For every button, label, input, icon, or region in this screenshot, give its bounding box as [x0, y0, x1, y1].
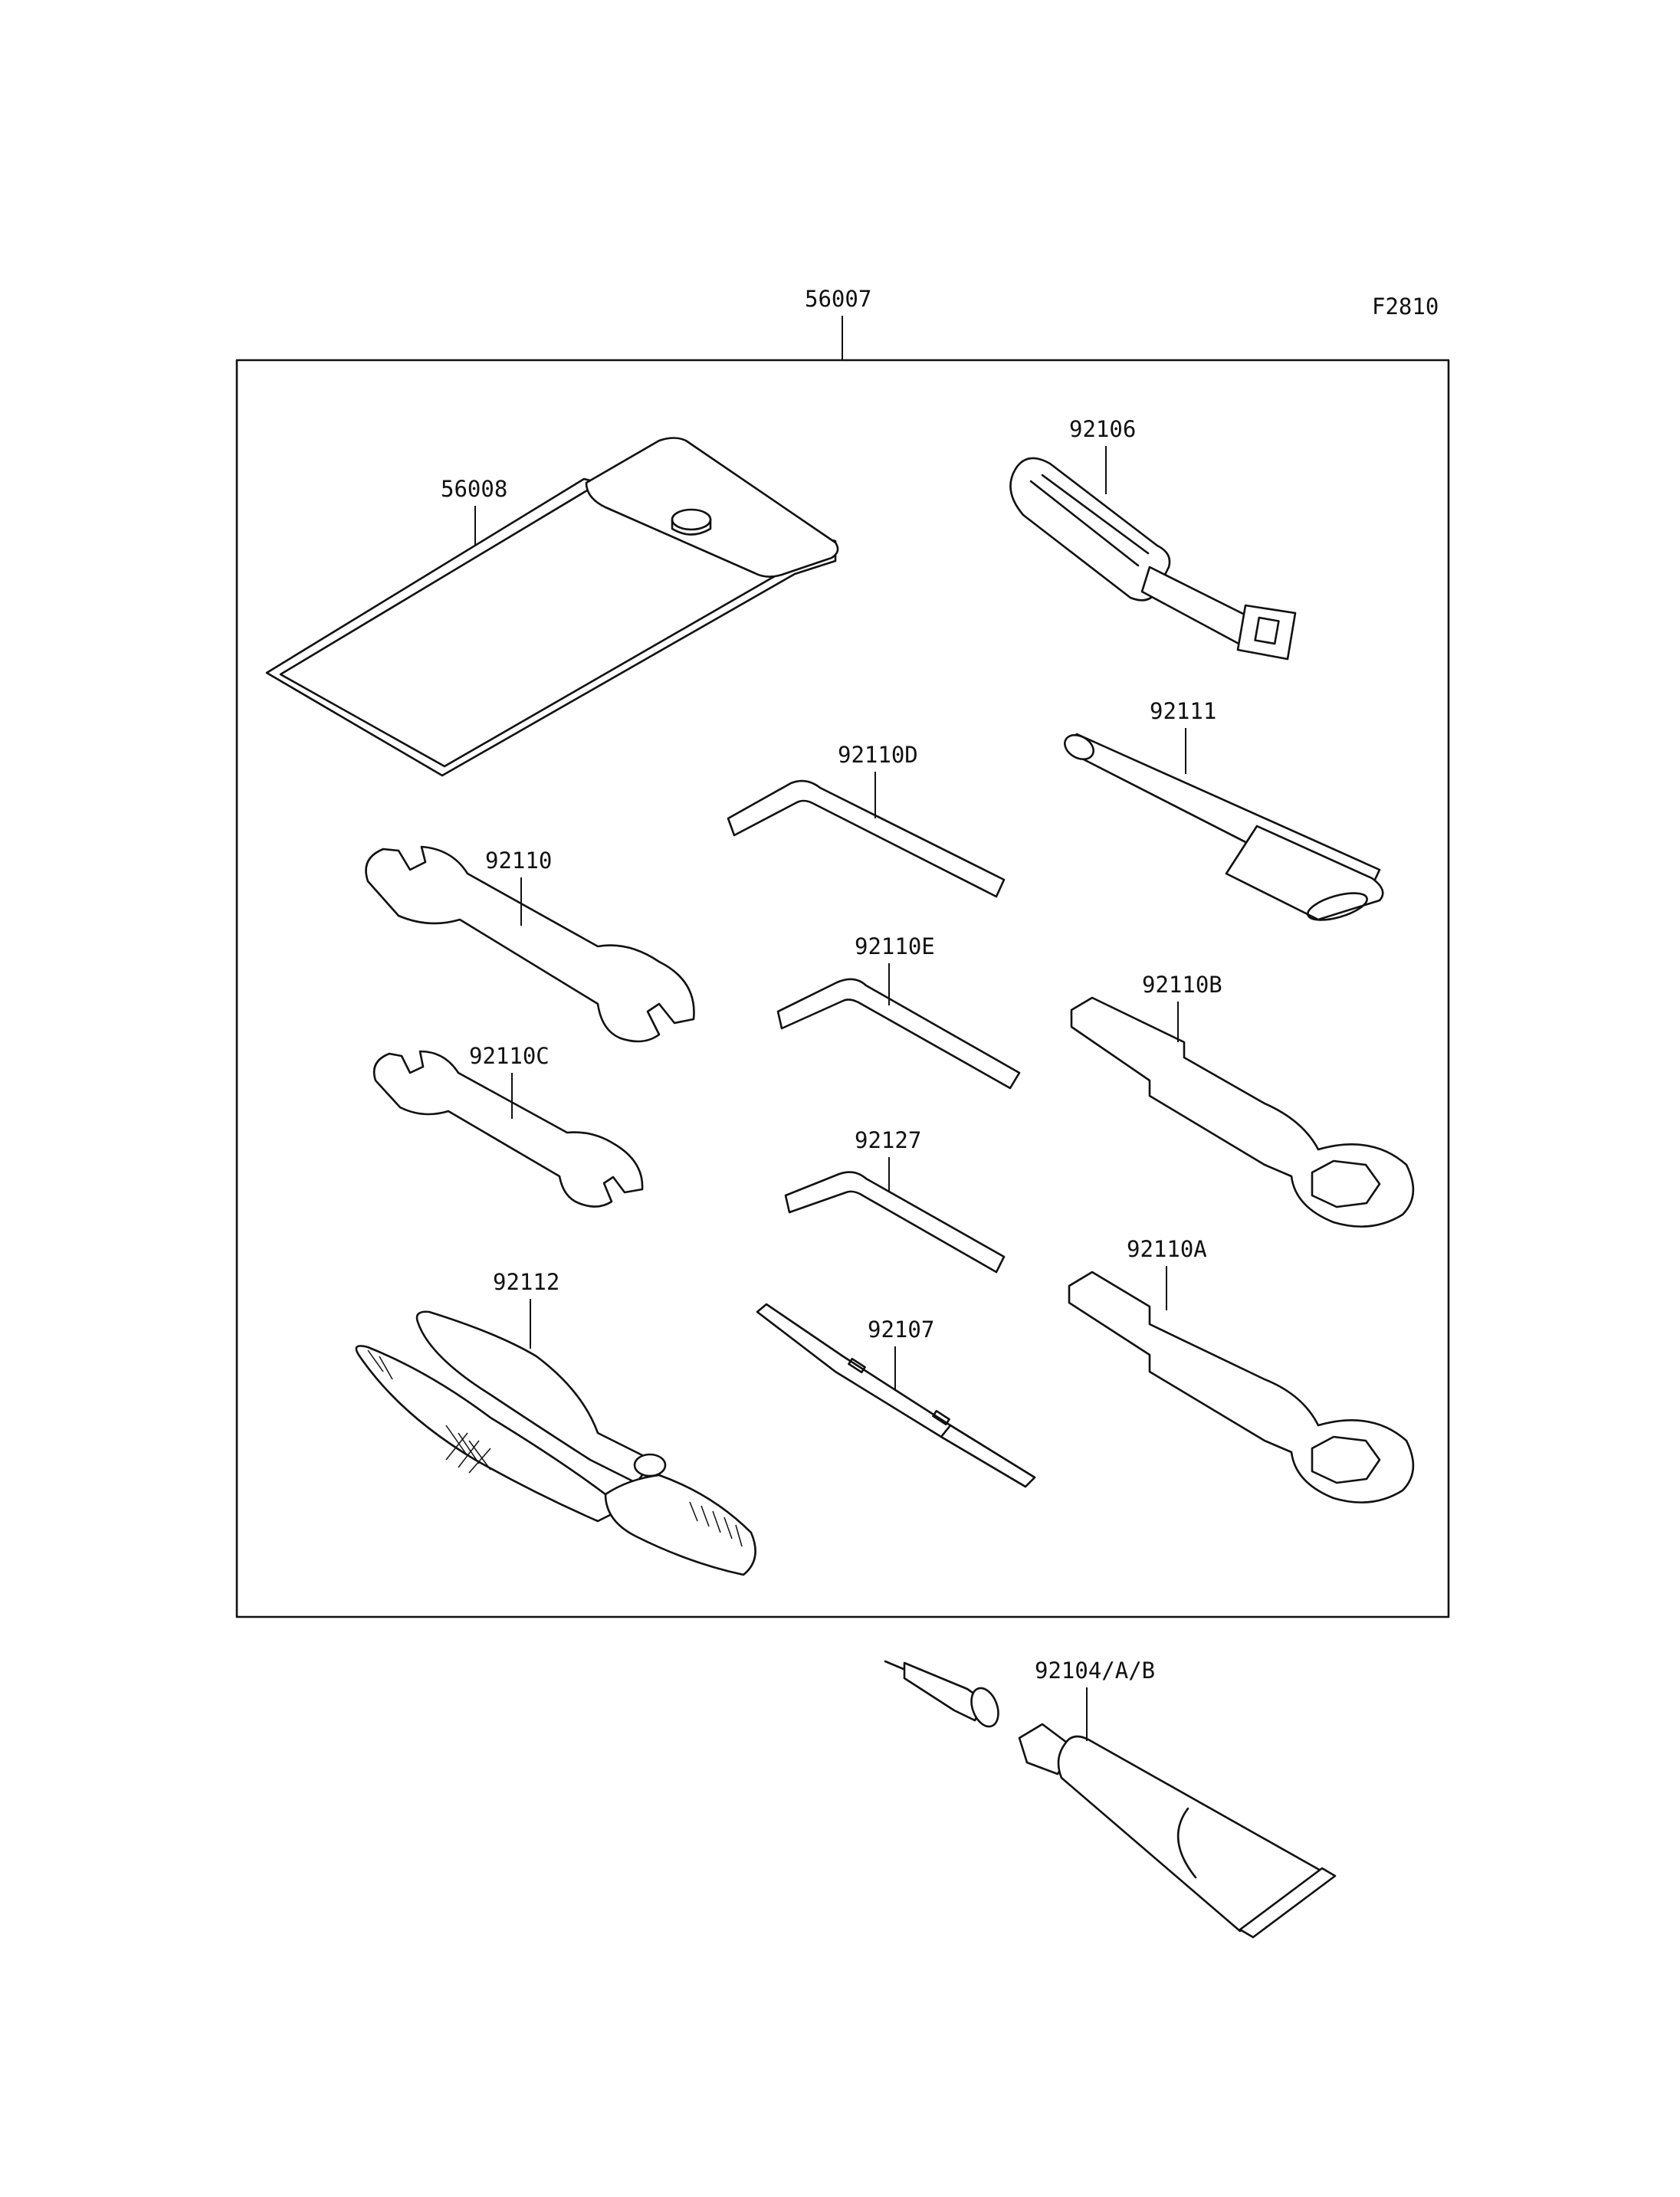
tube-label-line — [1176, 1807, 1197, 1879]
assembly-frame — [235, 359, 1450, 1618]
part-label-92110A: 92110A — [1127, 1236, 1207, 1262]
pliers-jaw-teeth — [689, 1501, 743, 1547]
hex-key-92110E-icon — [776, 978, 1021, 1090]
box-wrench-92110A-icon — [1068, 1271, 1415, 1503]
part-label-92110: 92110 — [485, 848, 552, 874]
part-label-92127: 92127 — [855, 1127, 921, 1153]
pouch-snap-icon — [671, 508, 712, 531]
part-92110-open-wrench[interactable]: 92110 — [365, 845, 695, 1043]
part-label-92110C: 92110C — [469, 1043, 550, 1069]
hex-key-92110D-icon — [727, 779, 1006, 898]
hex-opening-92110A — [1311, 1435, 1381, 1484]
handle-square-drive — [1254, 616, 1280, 645]
part-label-92110E: 92110E — [855, 933, 935, 959]
part-label-56008: 56008 — [441, 476, 507, 502]
part-92127-hex-key[interactable]: 92127 — [784, 1127, 1006, 1274]
part-label-92110B: 92110B — [1142, 972, 1222, 998]
part-label-92107: 92107 — [868, 1317, 934, 1343]
part-92110B-box-wrench[interactable]: 92110B — [1070, 972, 1415, 1228]
box-wrench-92110B-icon — [1070, 996, 1415, 1228]
part-92110D-hex-key[interactable]: 92110D — [727, 742, 1006, 898]
part-92110A-box-wrench[interactable]: 92110A — [1068, 1236, 1415, 1503]
part-label-92106: 92106 — [1069, 416, 1136, 442]
tube-flat-end-icon — [1225, 825, 1384, 921]
part-92110E-hex-key[interactable]: 92110E — [776, 933, 1021, 1090]
part-label-92104: 92104/A/B — [1035, 1658, 1155, 1684]
part-92106-handle[interactable]: 92106 — [1009, 416, 1297, 661]
tube-oval-opening — [1307, 892, 1368, 921]
tube-crimp-icon — [1239, 1867, 1337, 1939]
handle-grip-flutes — [1029, 474, 1150, 567]
part-92107-screwdriver[interactable]: 92107 — [756, 1303, 1036, 1488]
hex-opening-92110B — [1311, 1159, 1381, 1208]
pliers-lower-handle-icon — [355, 1345, 615, 1523]
screwdriver-notch-b — [932, 1409, 950, 1426]
screwdriver-phillips-tip-icon — [940, 1424, 1036, 1488]
part-92112-pliers[interactable]: 92112 — [355, 1269, 756, 1576]
part-label-92112: 92112 — [493, 1269, 559, 1295]
handle-socket-icon — [1236, 604, 1297, 661]
wrench-92110C-icon — [372, 1050, 644, 1208]
hex-key-92127-icon — [784, 1171, 1006, 1274]
part-92104-grease-tube[interactable]: 92104/A/B — [884, 1658, 1337, 1939]
part-92111-tube[interactable]: 92111 — [1061, 698, 1384, 925]
wrench-92110-icon — [365, 845, 695, 1043]
assembly-56007: 56007 — [235, 286, 1450, 1618]
part-56008-tool-pouch[interactable]: 56008 — [265, 437, 839, 777]
assembly-number[interactable]: 56007 — [805, 286, 871, 312]
pouch-flap-icon — [585, 437, 839, 578]
nozzle-cap-opening-icon — [970, 1687, 999, 1728]
part-label-92111: 92111 — [1150, 698, 1216, 724]
nozzle-cone-icon — [903, 1661, 986, 1722]
pliers-upper-handle-icon — [415, 1310, 653, 1484]
pouch-body-icon — [265, 477, 837, 777]
figure-code: F2810 — [1372, 293, 1439, 320]
screwdriver-notch-a — [848, 1357, 866, 1374]
part-92110C-small-wrench[interactable]: 92110C — [372, 1043, 644, 1208]
pouch-snap-side — [671, 518, 712, 536]
part-label-92110D: 92110D — [838, 742, 918, 768]
tube-end-icon — [1064, 733, 1094, 761]
pliers-jaw-icon — [604, 1474, 756, 1576]
pliers-pivot-icon — [633, 1453, 667, 1477]
pliers-grip-hatch — [367, 1349, 491, 1474]
